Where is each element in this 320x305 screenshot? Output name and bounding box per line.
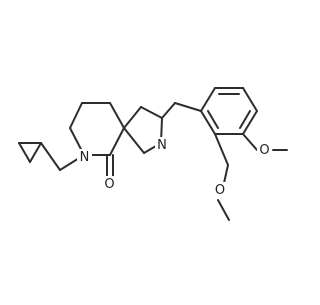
bond [109, 102, 125, 129]
bond [29, 142, 42, 163]
bond [174, 102, 202, 112]
bond [40, 142, 61, 171]
bond [140, 106, 163, 119]
structure-canvas: N O N O O [18, 87, 288, 221]
bond [161, 102, 176, 119]
bond [242, 133, 258, 151]
bond [109, 127, 125, 156]
atom-label-o: O [215, 183, 225, 198]
bond [239, 110, 251, 129]
bond [123, 127, 145, 154]
bond [223, 164, 229, 184]
bond [207, 110, 219, 129]
bond [242, 87, 258, 112]
bond [123, 106, 142, 129]
bond [200, 87, 216, 112]
bond [214, 133, 229, 166]
bond [69, 102, 83, 129]
atom-label-o: O [104, 177, 114, 192]
bond [200, 110, 216, 135]
bond [217, 199, 230, 221]
bond [242, 110, 258, 135]
atom-label-n: N [80, 150, 90, 165]
bond [18, 142, 31, 163]
atom-label-o: O [259, 143, 269, 158]
atom-label-n: N [157, 138, 167, 153]
molecule-drawing: N O N O O [18, 87, 288, 221]
